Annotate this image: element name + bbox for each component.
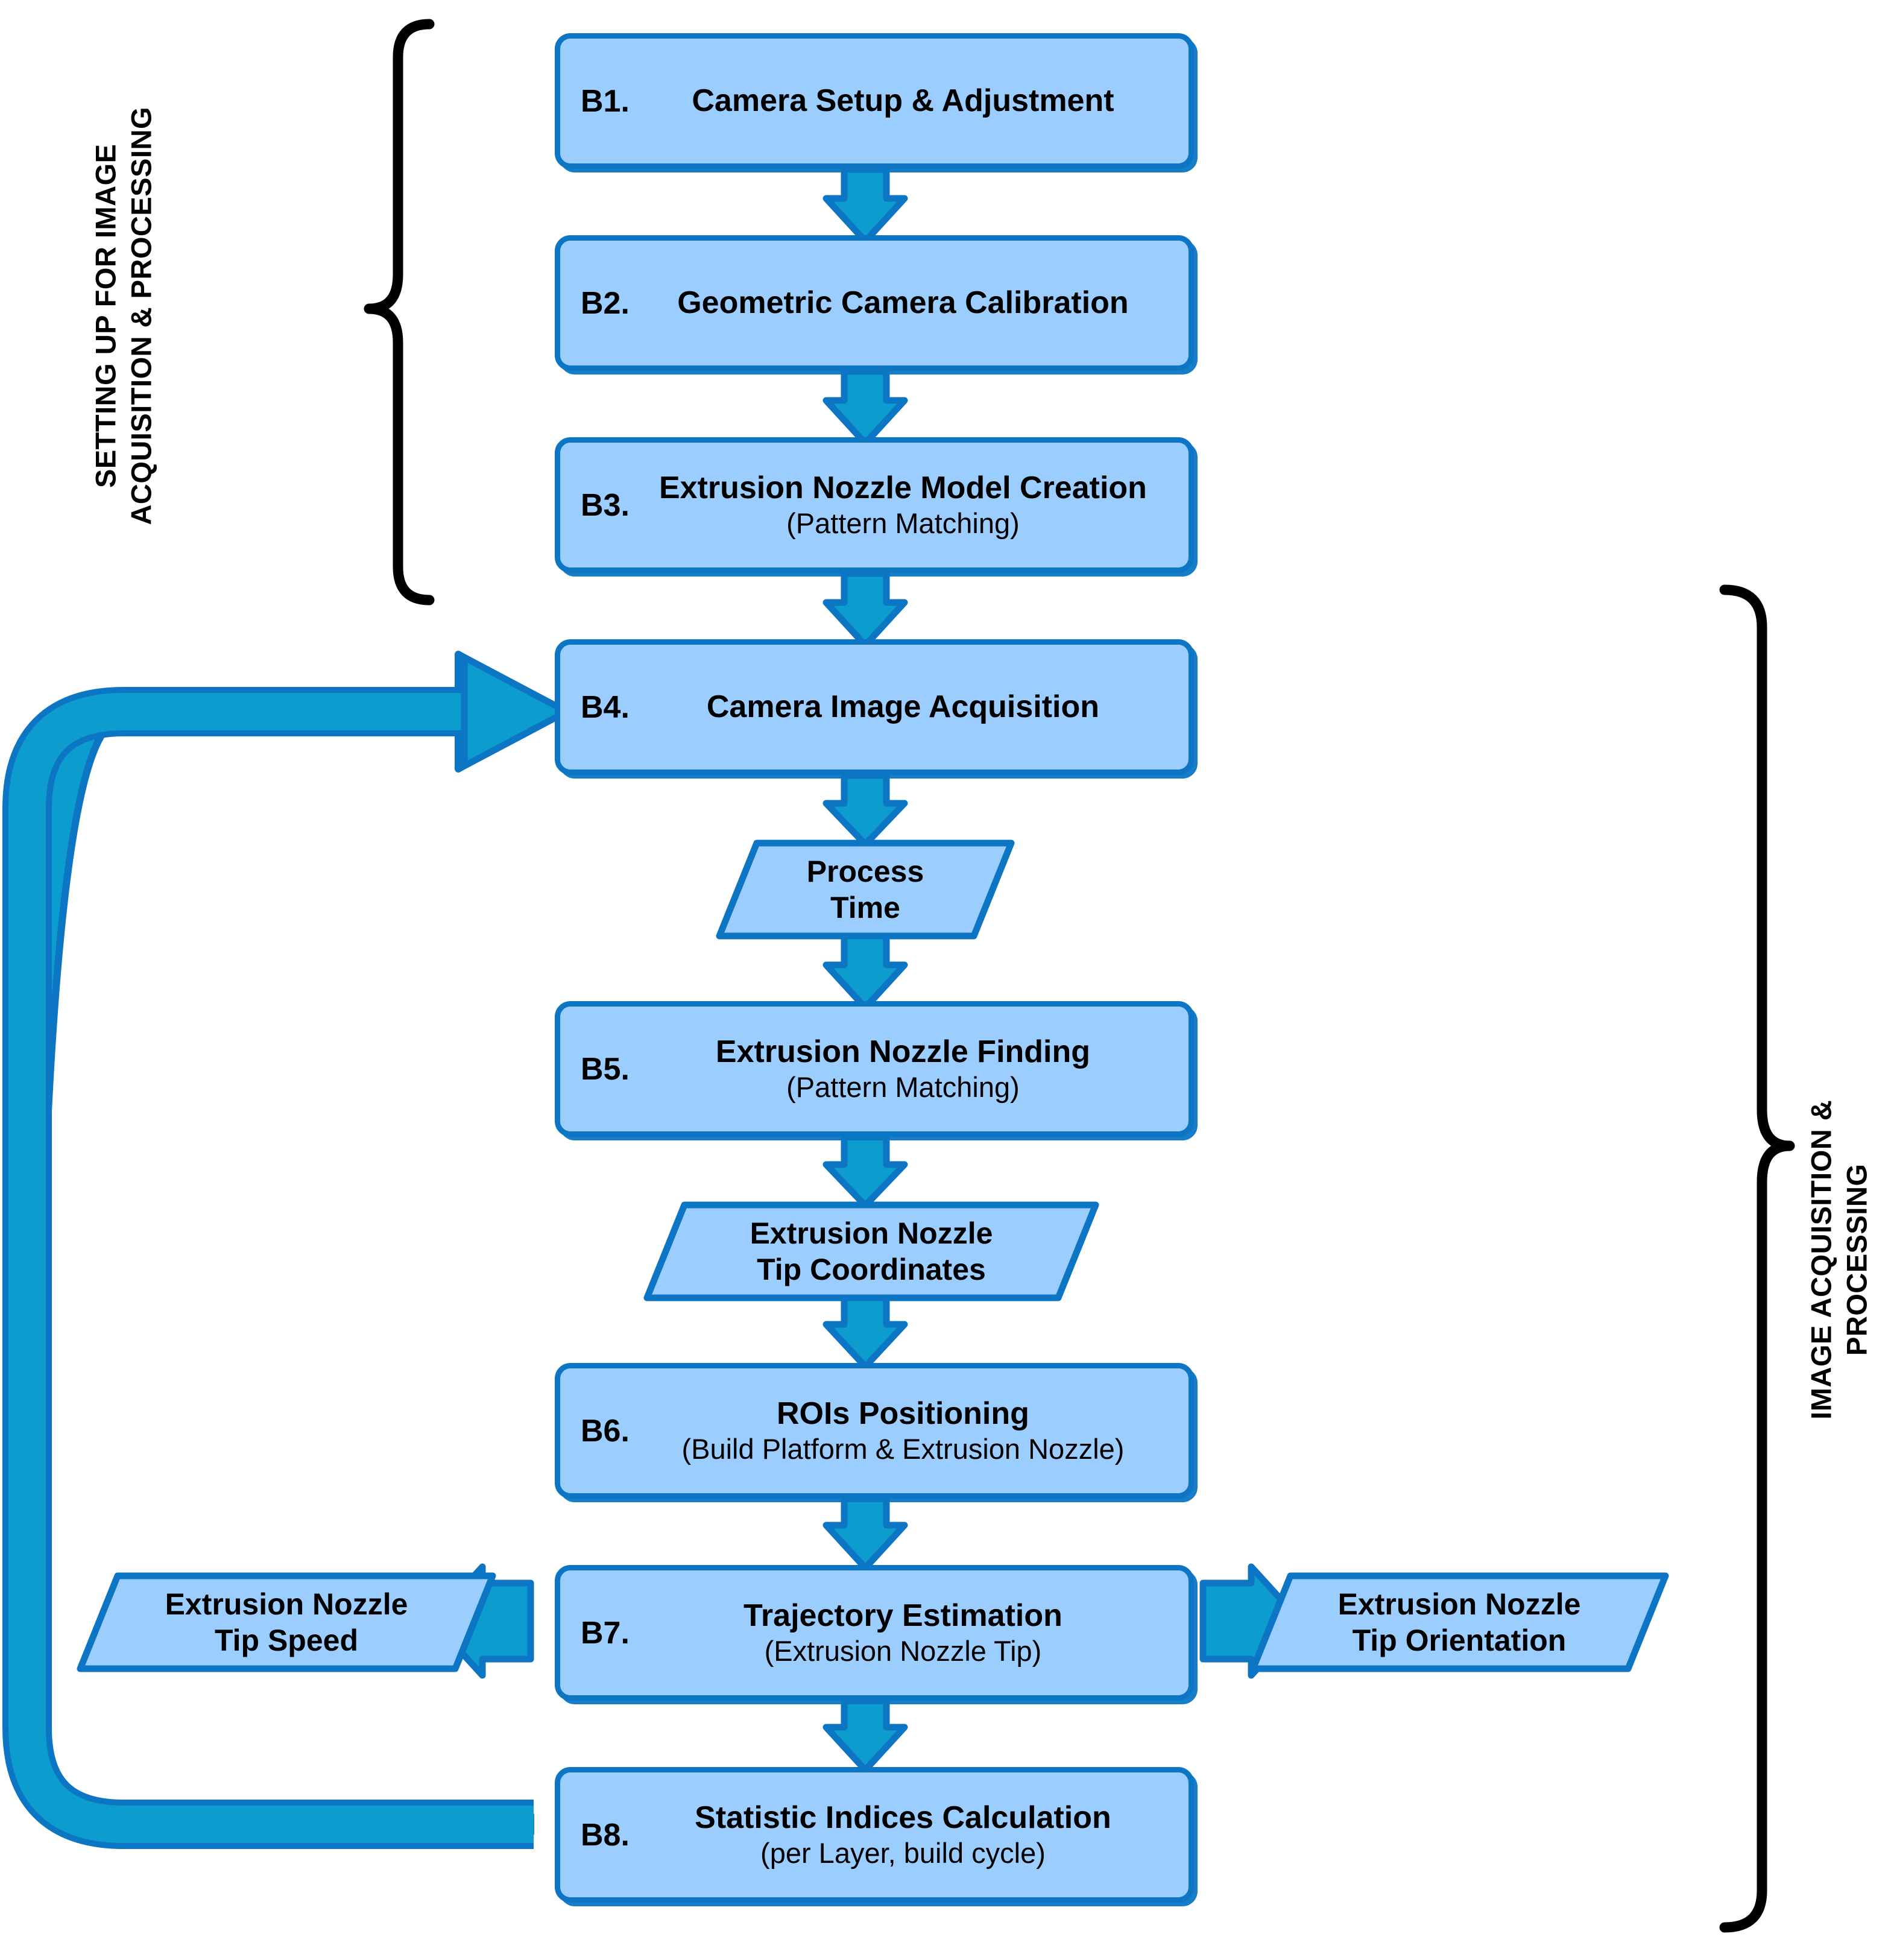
node-b5-line1: Extrusion Nozzle Finding xyxy=(715,1034,1091,1070)
data-tip-orientation[interactable]: Extrusion Nozzle Tip Orientation xyxy=(1248,1571,1670,1674)
right-group-label: IMAGE ACQUISITION & PROCESSING xyxy=(1805,1099,1872,1420)
arrow-b2-b3 xyxy=(822,368,908,447)
node-b7-line2: (Extrusion Nozzle Tip) xyxy=(764,1635,1042,1668)
node-b6-tag: B6. xyxy=(581,1413,630,1449)
node-b1-line1: Camera Setup & Adjustment xyxy=(692,83,1114,118)
node-b6-line2: (Build Platform & Extrusion Nozzle) xyxy=(681,1433,1125,1465)
node-b5-tag: B5. xyxy=(581,1051,630,1087)
data-process-time[interactable]: Process Time xyxy=(715,838,1016,941)
node-b5[interactable]: B5. Extrusion Nozzle Finding (Pattern Ma… xyxy=(555,1001,1194,1137)
node-b5-body: Extrusion Nozzle Finding (Pattern Matchi… xyxy=(630,1034,1189,1104)
node-b1-body: Camera Setup & Adjustment xyxy=(630,83,1189,119)
node-b3[interactable]: B3. Extrusion Nozzle Model Creation (Pat… xyxy=(555,437,1194,573)
node-b8[interactable]: B8. Statistic Indices Calculation (per L… xyxy=(555,1767,1194,1903)
node-b5-line2: (Pattern Matching) xyxy=(786,1071,1020,1104)
arrow-b6-b7 xyxy=(822,1493,908,1572)
data-tip-coordinates[interactable]: Extrusion Nozzle Tip Coordinates xyxy=(642,1200,1100,1303)
node-b4[interactable]: B4. Camera Image Acquisition xyxy=(555,639,1194,775)
right-group-bracket xyxy=(1719,584,1795,1933)
node-b8-line1: Statistic Indices Calculation xyxy=(695,1800,1111,1836)
node-b8-line2: (per Layer, build cycle) xyxy=(760,1837,1046,1870)
node-b1[interactable]: B1. Camera Setup & Adjustment xyxy=(555,33,1194,169)
node-b6[interactable]: B6. ROIs Positioning (Build Platform & E… xyxy=(555,1363,1194,1499)
node-b7-body: Trajectory Estimation (Extrusion Nozzle … xyxy=(630,1598,1189,1668)
arrow-b4-processtime xyxy=(822,772,908,848)
node-b3-body: Extrusion Nozzle Model Creation (Pattern… xyxy=(630,470,1189,540)
node-b3-line1: Extrusion Nozzle Model Creation xyxy=(658,470,1147,506)
node-b7-line1: Trajectory Estimation xyxy=(743,1598,1062,1634)
feedback-loop-pipe xyxy=(2,654,570,1849)
node-b6-line1: ROIs Positioning xyxy=(777,1396,1029,1432)
arrow-b3-b4 xyxy=(822,570,908,649)
arrow-b5-tipcoordinates xyxy=(822,1133,908,1209)
node-b8-body: Statistic Indices Calculation (per Layer… xyxy=(630,1800,1189,1870)
node-b3-tag: B3. xyxy=(581,487,630,523)
node-b6-body: ROIs Positioning (Build Platform & Extru… xyxy=(630,1396,1189,1466)
node-b7[interactable]: B7. Trajectory Estimation (Extrusion Noz… xyxy=(555,1565,1194,1701)
node-b2-line1: Geometric Camera Calibration xyxy=(677,285,1129,320)
node-b4-body: Camera Image Acquisition xyxy=(630,689,1189,726)
arrow-processtime-b5 xyxy=(822,932,908,1011)
node-b8-tag: B8. xyxy=(581,1817,630,1853)
arrow-tipcoordinates-b6 xyxy=(822,1292,908,1370)
left-group-label: SETTING UP FOR IMAGE ACQUISITION & PROCE… xyxy=(89,106,157,525)
node-b2-body: Geometric Camera Calibration xyxy=(630,285,1189,321)
data-tip-speed[interactable]: Extrusion Nozzle Tip Speed xyxy=(75,1571,497,1674)
node-b3-line2: (Pattern Matching) xyxy=(786,507,1020,540)
node-b2-tag: B2. xyxy=(581,285,630,321)
arrow-b1-b2 xyxy=(822,166,908,245)
node-b4-tag: B4. xyxy=(581,689,630,725)
arrow-b7-b8 xyxy=(822,1695,908,1774)
node-b7-tag: B7. xyxy=(581,1615,630,1651)
node-b4-line1: Camera Image Acquisition xyxy=(706,689,1100,724)
left-group-bracket xyxy=(364,19,435,605)
node-b2[interactable]: B2. Geometric Camera Calibration xyxy=(555,235,1194,371)
node-b1-tag: B1. xyxy=(581,83,630,119)
